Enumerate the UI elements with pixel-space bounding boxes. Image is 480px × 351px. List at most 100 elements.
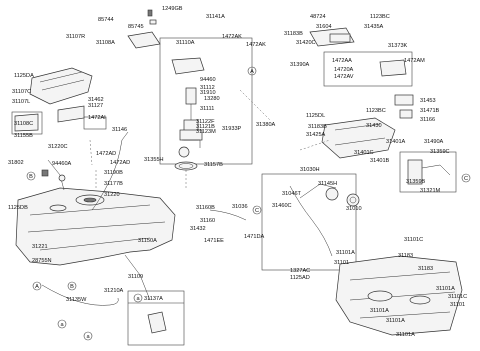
part-label-31401a: 31401A bbox=[386, 139, 406, 145]
part-label-31221: 31221 bbox=[32, 244, 48, 250]
part-label-31109: 31109 bbox=[128, 274, 143, 280]
part-label-1125db: 1125DB bbox=[8, 205, 28, 211]
part-label-94460a: 94460A bbox=[52, 161, 72, 167]
part-label-31177b: 31177B bbox=[104, 181, 123, 187]
heat-shield-part bbox=[29, 67, 93, 105]
part-label-85745: 85745 bbox=[128, 24, 144, 30]
part-label-31123m: 31123M bbox=[196, 129, 216, 135]
part-label-31420c: 31420C bbox=[296, 40, 316, 46]
canister-part bbox=[309, 27, 413, 87]
part-label-1472ai: 1472AI bbox=[88, 115, 106, 121]
part-label-1472ad-a: 1472AD bbox=[96, 151, 116, 157]
part-label-31359b: 31359B bbox=[406, 179, 426, 185]
part-label-31462: 31462 bbox=[88, 97, 104, 103]
part-label-31321m: 31321M bbox=[420, 188, 441, 194]
part-number-labels: 1249GB857448574531107R31108A1125DA31107C… bbox=[8, 6, 467, 338]
part-label-31453: 31453 bbox=[420, 98, 436, 104]
part-label-31401b: 31401B bbox=[370, 158, 390, 164]
marker-a-small-2: a bbox=[83, 331, 93, 341]
part-label-31146: 31146 bbox=[112, 127, 127, 133]
part-label-31101a-d: 31101A bbox=[386, 318, 405, 324]
svg-text:a: a bbox=[86, 334, 90, 340]
part-label-31101c-a: 31101C bbox=[404, 237, 423, 243]
part-label-31190b: 31190B bbox=[104, 170, 123, 176]
part-label-31435a: 31435A bbox=[364, 24, 384, 30]
part-label-31101a-b: 31101A bbox=[436, 286, 455, 292]
svg-text:a: a bbox=[136, 296, 140, 302]
part-label-85744: 85744 bbox=[98, 17, 114, 23]
part-label-1472am: 1472AM bbox=[404, 58, 425, 64]
part-label-31401c: 31401C bbox=[354, 150, 374, 156]
marker-a-top: A bbox=[247, 66, 257, 76]
part-label-1471da: 1471DA bbox=[244, 234, 264, 240]
part-label-31101-b: 31101 bbox=[450, 302, 465, 308]
pump-module-box bbox=[159, 37, 253, 165]
part-label-31220c: 31220C bbox=[48, 144, 68, 150]
part-label-31141a: 31141A bbox=[206, 14, 225, 20]
part-label-31137a: 31137A bbox=[144, 296, 163, 302]
part-label-31166: 31166 bbox=[420, 117, 435, 123]
part-label-31101-a: 31101 bbox=[334, 260, 349, 266]
part-label-1472ak-b: 1472AK bbox=[246, 42, 266, 48]
marker-c-right: C bbox=[461, 173, 471, 183]
part-label-31030h: 31030H bbox=[300, 167, 320, 173]
part-label-31036: 31036 bbox=[232, 204, 248, 210]
part-label-1249gb: 1249GB bbox=[162, 6, 183, 12]
part-label-31160: 31160 bbox=[200, 218, 215, 224]
part-label-31122f: 31122F bbox=[196, 119, 215, 125]
part-label-48724: 48724 bbox=[310, 14, 326, 20]
part-label-31111: 31111 bbox=[200, 106, 214, 112]
canister-bracket-part bbox=[321, 94, 414, 159]
filler-assembly-box bbox=[261, 173, 357, 271]
tank-strap-part bbox=[41, 254, 151, 306]
part-label-31183-b: 31183 bbox=[418, 266, 433, 272]
filler-hose-part bbox=[91, 131, 129, 211]
marker-a-bottom: A bbox=[32, 281, 42, 291]
svg-text:B: B bbox=[70, 284, 74, 290]
part-label-1472ad-b: 1472AD bbox=[110, 160, 130, 166]
tank-shield-part bbox=[335, 255, 463, 336]
filler-hose-lower bbox=[209, 209, 247, 221]
part-label-94460: 94460 bbox=[200, 77, 216, 83]
part-label-31107r: 31107R bbox=[66, 34, 85, 40]
part-label-31121b: 31121B bbox=[196, 124, 215, 130]
part-label-31432: 31432 bbox=[190, 226, 206, 232]
part-label-1123bc-b: 1123BC bbox=[366, 108, 386, 114]
marker-c-mid: C bbox=[252, 205, 262, 215]
marker-b-left: B bbox=[26, 171, 36, 181]
part-label-31101a-c: 31101A bbox=[370, 308, 389, 314]
part-label-31150a: 31150A bbox=[138, 238, 157, 244]
part-label-31127: 31127 bbox=[88, 103, 103, 109]
part-label-31490a: 31490A bbox=[424, 139, 444, 145]
part-label-31160b: 31160B bbox=[196, 205, 215, 211]
svg-text:C: C bbox=[255, 208, 259, 214]
filler-cap-part bbox=[346, 193, 360, 207]
part-label-31359c: 31359C bbox=[430, 149, 450, 155]
part-label-31145h: 31145H bbox=[318, 181, 337, 187]
part-label-31460c: 31460C bbox=[272, 203, 292, 209]
part-label-31430: 31430 bbox=[366, 123, 382, 129]
part-label-31108a: 31108A bbox=[96, 40, 115, 46]
part-label-31101a-a: 31101A bbox=[336, 250, 355, 256]
part-label-31355h: 31355H bbox=[144, 157, 164, 163]
part-label-31933p: 31933P bbox=[222, 126, 242, 132]
part-label-31910: 31910 bbox=[200, 90, 216, 96]
part-label-31046t: 31046T bbox=[282, 191, 302, 197]
part-label-31373k: 31373K bbox=[388, 43, 408, 49]
part-label-31135w: 31135W bbox=[66, 297, 87, 303]
part-label-31112: 31112 bbox=[200, 85, 215, 91]
part-label-31220: 31220 bbox=[104, 192, 120, 198]
seal-ring-part bbox=[174, 161, 198, 171]
part-label-28755n: 28755N bbox=[32, 258, 52, 264]
marker-a-small-1: a bbox=[57, 319, 67, 329]
part-label-1472av: 1472AV bbox=[334, 74, 354, 80]
part-label-1123bc-a: 1123BC bbox=[370, 14, 390, 20]
part-label-31183-a: 31183 bbox=[398, 253, 413, 259]
part-label-1125da: 1125DA bbox=[14, 73, 34, 79]
part-label-31101a-e: 31101A bbox=[396, 332, 415, 338]
part-label-1125ad: 1125AD bbox=[290, 275, 310, 281]
part-label-31210a: 31210A bbox=[104, 288, 124, 294]
clip-detail-box bbox=[127, 290, 185, 346]
part-label-1472aa: 1472AA bbox=[332, 58, 352, 64]
